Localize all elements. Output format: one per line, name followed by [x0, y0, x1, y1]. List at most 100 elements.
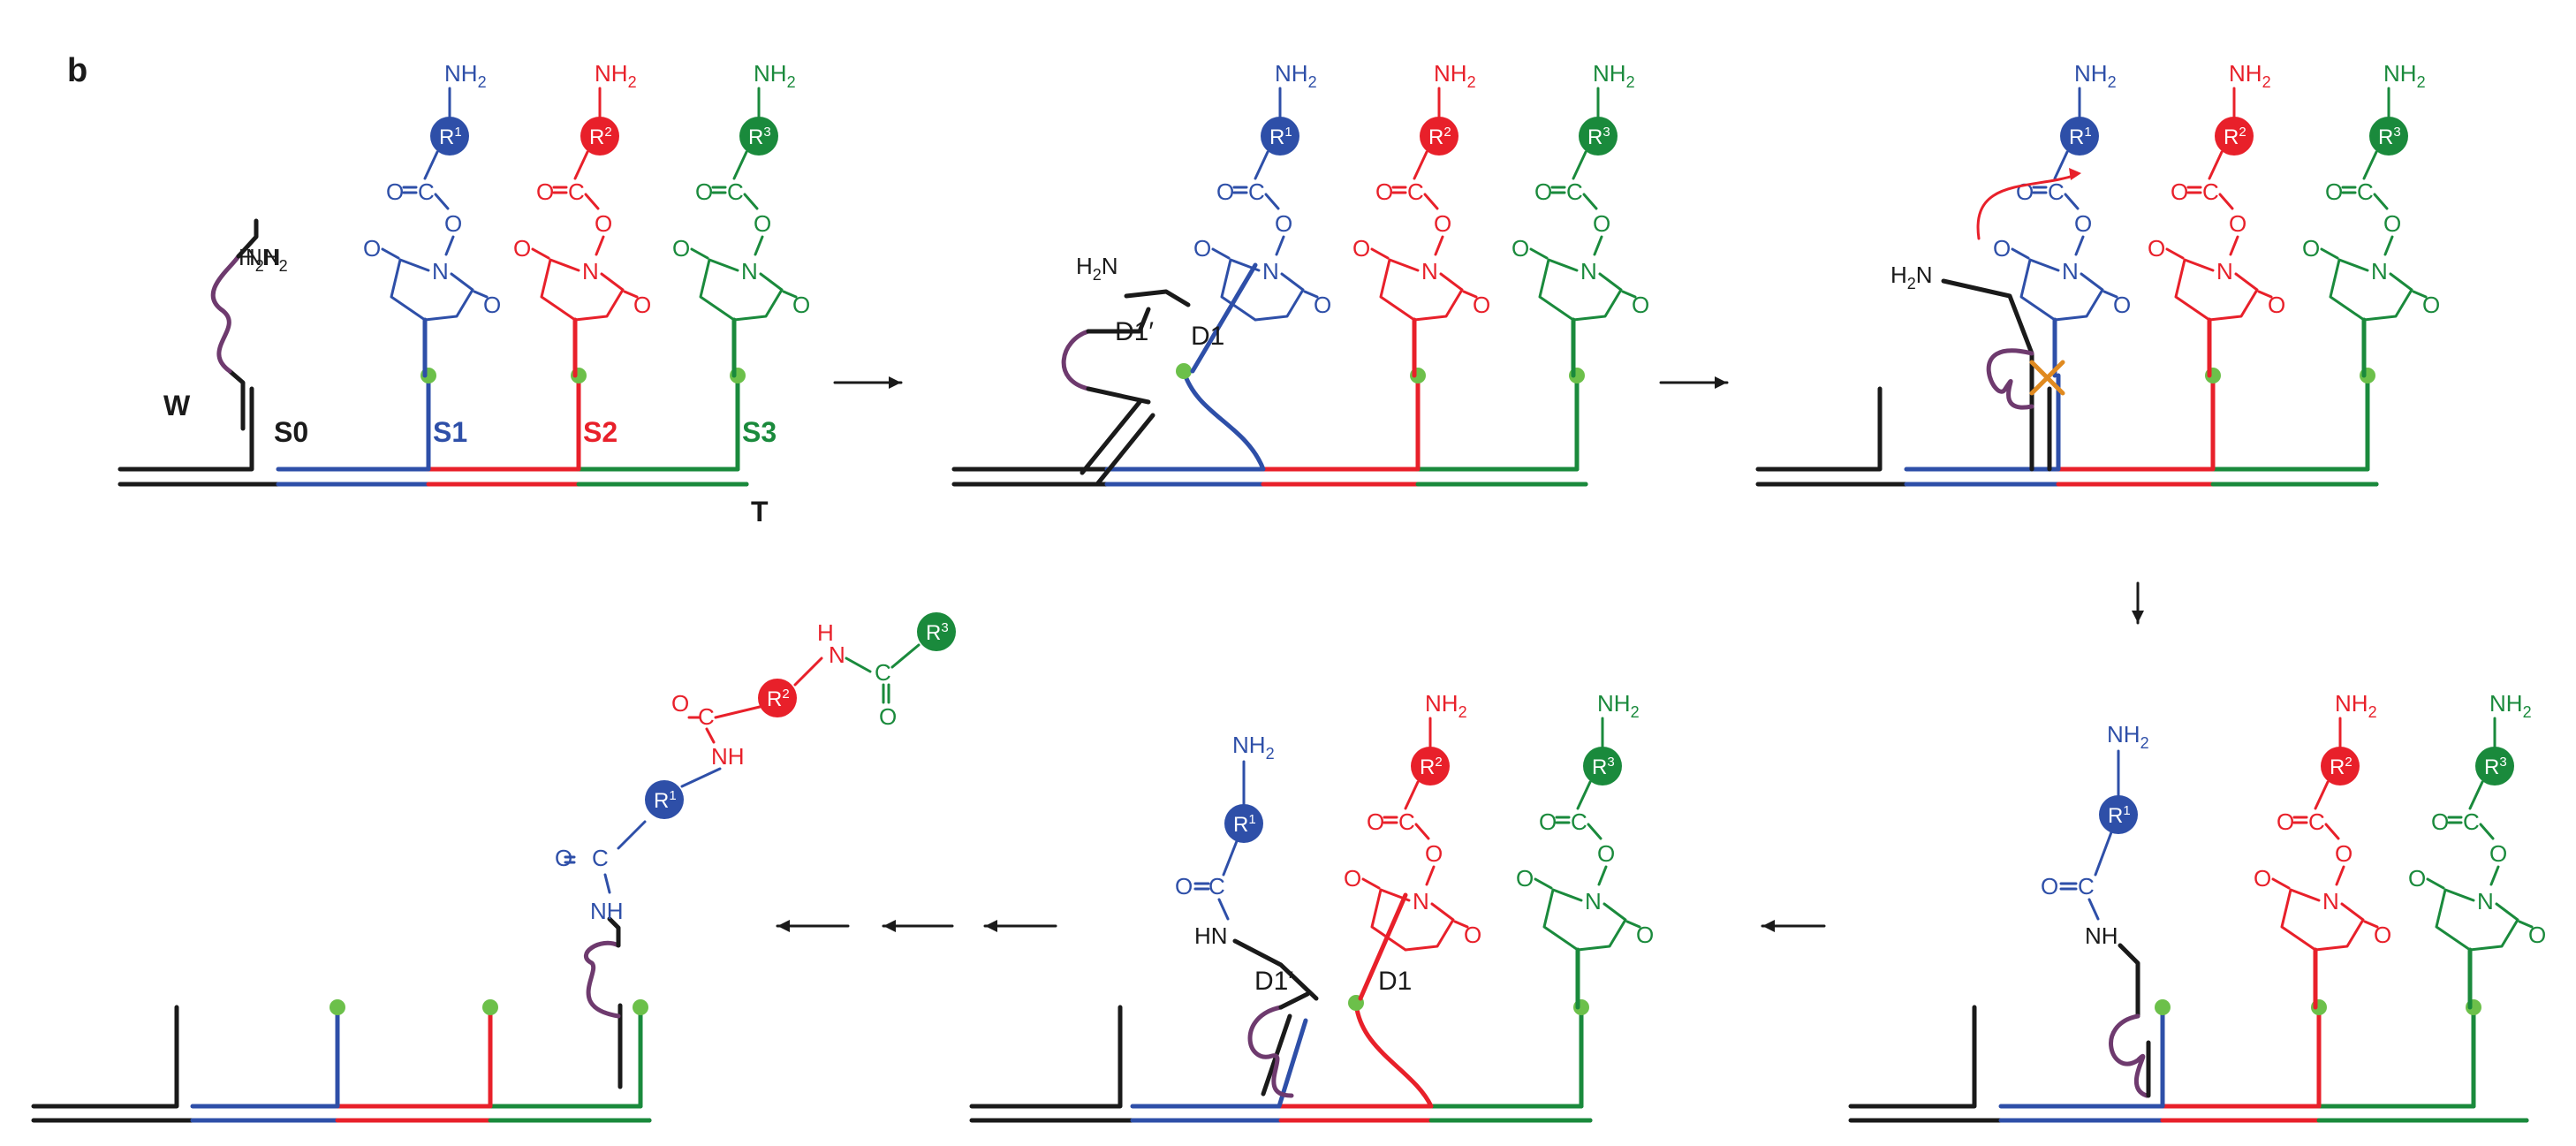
- nhs-ester-building-block: [2320, 87, 2428, 378]
- bond: [2102, 290, 2118, 299]
- bond: [743, 193, 759, 210]
- succinimide-ring: [1379, 258, 1464, 322]
- amine-label: NH2: [1593, 60, 1635, 91]
- nhs-ester-building-block: [2426, 717, 2534, 1010]
- linker-dot: [330, 999, 345, 1015]
- strand-w: [1232, 938, 1319, 1001]
- linker-dot: [633, 999, 648, 1015]
- amine-label: NH2: [1425, 690, 1467, 721]
- carbonyl-oxygen-label: O: [2254, 865, 2271, 892]
- nitrogen-label: N: [582, 258, 599, 285]
- carbon-label: C: [875, 659, 891, 686]
- carbonyl-oxygen-label: O: [363, 235, 381, 262]
- amine-label: NH2: [754, 60, 796, 91]
- nhs-ester-building-block: [1534, 717, 1641, 1010]
- carbonyl-oxygen-label: O: [2528, 922, 2546, 948]
- r-group-label: R2: [767, 687, 790, 711]
- bond: [1275, 235, 1285, 256]
- bond: [2314, 780, 2330, 810]
- oxygen-label: O: [595, 210, 612, 237]
- carbonyl-oxygen-label: O: [1636, 922, 1654, 948]
- oxygen-label: O: [879, 703, 897, 730]
- carbonyl-oxygen-label: O: [1516, 865, 1534, 892]
- bond: [444, 235, 455, 256]
- r-group-label: R1: [1233, 812, 1256, 837]
- r-group-label: R3: [926, 620, 949, 645]
- bond: [584, 193, 600, 210]
- nhs-ester-building-block: [1529, 87, 1637, 378]
- succinimide-ring: [1542, 888, 1627, 952]
- bond: [2064, 193, 2080, 210]
- oxygen-label: O: [2171, 178, 2188, 205]
- bond: [1534, 877, 1553, 890]
- linker-w: [583, 940, 621, 1019]
- bond: [1303, 290, 1319, 299]
- amine-label: NH2: [595, 60, 637, 91]
- bond: [1413, 150, 1428, 180]
- r-group-label: R3: [1587, 125, 1610, 149]
- carbonyl-oxygen-label: O: [513, 235, 531, 262]
- bond: [531, 247, 550, 260]
- strand-w-lower: [1086, 386, 1151, 405]
- bond: [434, 193, 450, 210]
- amine-label: NH2: [1597, 690, 1640, 721]
- strand-label-w: W: [163, 390, 191, 421]
- carbon-label: C: [1566, 178, 1583, 205]
- amine-label: NH2: [2383, 60, 2426, 91]
- bond: [1222, 839, 1239, 877]
- amine-label: H2N: [1890, 262, 1933, 292]
- bond: [754, 235, 764, 256]
- carbon-label: C: [1398, 808, 1415, 835]
- strand-s0-arm: [1095, 413, 1155, 487]
- carbonyl-oxygen-label: O: [2374, 922, 2391, 948]
- linker-w: [1986, 348, 2034, 410]
- bond: [381, 247, 400, 260]
- bond: [1572, 150, 1587, 180]
- nitrogen-label: N: [1262, 258, 1279, 285]
- blocked-cross: [2029, 360, 2065, 396]
- strand-s0: [1848, 1005, 1977, 1109]
- domain-label-d1-prime: D1′: [1115, 317, 1154, 346]
- nhs-ester-building-block: [1361, 717, 1469, 952]
- bond: [2335, 865, 2345, 886]
- linker-dot: [2155, 999, 2171, 1015]
- r-group-circle: [2475, 747, 2514, 786]
- carbonyl-oxygen-label: O: [633, 292, 651, 318]
- strand-s0: [117, 386, 254, 472]
- nitrogen-label: N: [2322, 888, 2339, 915]
- strand-w-lower: [1278, 991, 1310, 1010]
- carbon-label: C: [568, 178, 585, 205]
- strand-w: [2118, 943, 2140, 1019]
- oxygen-label: O: [2041, 873, 2058, 899]
- oxygen-label: O: [444, 210, 462, 237]
- bond: [793, 656, 823, 687]
- bond: [2094, 831, 2113, 877]
- panel-label: b: [67, 52, 87, 89]
- r-group-circle: [1411, 747, 1450, 786]
- carbon-label: C: [2308, 808, 2325, 835]
- strand-label-t: T: [751, 496, 769, 527]
- bond: [1217, 898, 1230, 921]
- strand-s0: [31, 1005, 179, 1109]
- carbonyl-oxygen-label: O: [1473, 292, 1490, 318]
- amine-label: NH2: [444, 60, 487, 91]
- succinimide-ring: [1538, 258, 1623, 322]
- carbon-label: C: [1208, 873, 1225, 899]
- oxygen-label: O: [2277, 808, 2294, 835]
- oxygen-label: O: [695, 178, 713, 205]
- bond: [1211, 247, 1231, 260]
- arrow-head: [777, 920, 790, 932]
- bond: [1453, 920, 1469, 929]
- bond: [2362, 150, 2378, 180]
- bond: [2087, 898, 2100, 921]
- bond: [1625, 920, 1641, 929]
- bond: [1370, 247, 1390, 260]
- r-group-label: R2: [1428, 125, 1451, 149]
- bond: [690, 247, 709, 260]
- carbon-label: C: [592, 845, 609, 871]
- bond: [2218, 193, 2234, 210]
- nhs-ester-building-block: [531, 87, 639, 378]
- oxygen-label: O: [1539, 808, 1557, 835]
- hydrogen-label: H: [817, 619, 834, 646]
